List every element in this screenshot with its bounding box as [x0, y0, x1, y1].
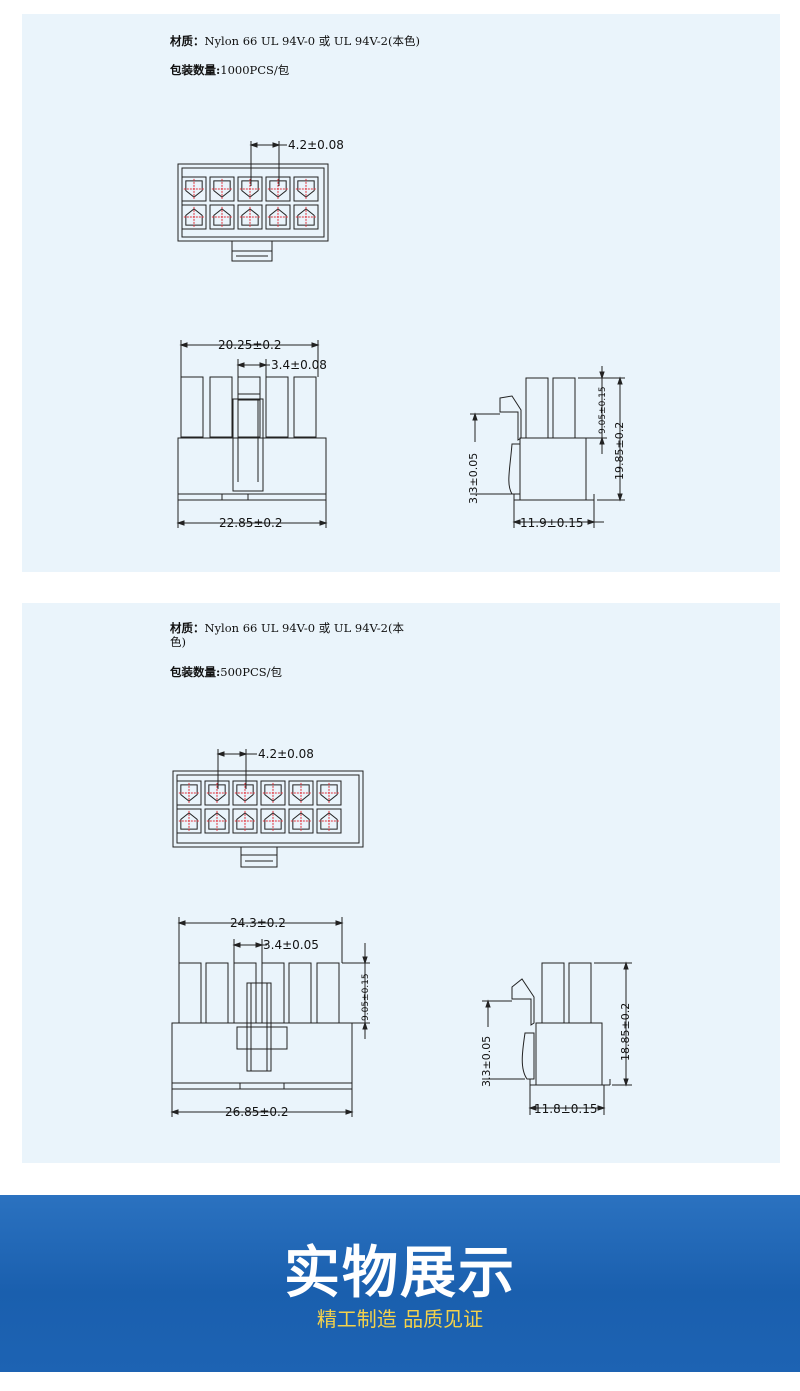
dim-width-upper-2: 24.3±0.2	[230, 916, 286, 930]
side-view-2	[482, 961, 632, 1115]
front-view-2	[170, 917, 370, 1117]
technical-drawing-2: 4.2±0.08	[170, 747, 632, 1119]
pin-cavity	[209, 176, 235, 202]
dim-width-base-1: 22.85±0.2	[219, 516, 283, 530]
pin-cavity	[204, 780, 230, 806]
pin-cavity	[204, 808, 230, 834]
dim-side-depth-2: 11.8±0.15	[534, 1102, 598, 1116]
pin-cavity	[260, 808, 286, 834]
bottom-strip	[0, 1372, 800, 1391]
dim-upper-height-2: 9.05±0.15	[361, 973, 371, 1021]
pin-cavity	[293, 204, 319, 230]
pin-cavity	[293, 176, 319, 202]
pin-cavity	[232, 808, 258, 834]
drawing-panel-1: 材质：Nylon 66 UL 94V-0 或 UL 94V-2(本色) 包装数量…	[22, 14, 780, 572]
pin-cavity	[237, 204, 263, 230]
pin-cavity	[288, 780, 314, 806]
side-view-1	[470, 366, 625, 528]
dim-side-depth-1: 11.9±0.15	[520, 516, 584, 530]
dim-side-upper-1: 9.05±0.15	[598, 386, 608, 434]
pin-cavity	[265, 176, 291, 202]
drawing-panel-2: 材质：Nylon 66 UL 94V-0 或 UL 94V-2(本色) 包装数量…	[22, 603, 780, 1163]
dim-width-base-2: 26.85±0.2	[225, 1105, 289, 1119]
technical-drawing-1: 4.2±0.08	[176, 138, 626, 530]
pin-cavity	[176, 780, 202, 806]
dim-latch-width-2: 3.4±0.05	[263, 938, 319, 952]
banner-subtitle: 精工制造 品质见证	[316, 1307, 484, 1331]
front-view-1	[176, 340, 328, 528]
packing-spec-1: 包装数量:1000PCS/包	[170, 63, 290, 77]
pin-cavity	[265, 204, 291, 230]
dim-pitch-top-2: 4.2±0.08	[258, 747, 314, 761]
material-spec-2: 材质：Nylon 66 UL 94V-0 或 UL 94V-2(本色)	[170, 621, 404, 649]
pin-cavity	[316, 808, 342, 834]
dim-side-latch-1: 3.3±0.05	[467, 453, 480, 504]
dim-side-latch-2: 3.3±0.05	[480, 1036, 493, 1087]
section-banner: 实物展示 精工制造 品质见证	[0, 1195, 800, 1372]
pin-cavity	[181, 204, 207, 230]
pin-cavity	[232, 780, 258, 806]
pin-cavity	[316, 780, 342, 806]
pin-cavity	[237, 176, 263, 202]
material-spec-1: 材质：Nylon 66 UL 94V-0 或 UL 94V-2(本色)	[170, 34, 420, 48]
top-view-1	[177, 141, 329, 262]
dim-side-total-2: 18.85±0.2	[619, 1003, 632, 1061]
pin-cavity	[181, 176, 207, 202]
packing-spec-2: 包装数量:500PCS/包	[170, 665, 282, 679]
pin-cavity	[176, 808, 202, 834]
banner-title: 实物展示	[284, 1241, 516, 1306]
top-view-2	[172, 749, 364, 868]
dim-width-upper-1: 20.25±0.2	[218, 338, 282, 352]
pin-cavity	[260, 780, 286, 806]
dim-side-total-1: 19.85±0.2	[613, 422, 626, 480]
pin-cavity	[209, 204, 235, 230]
dim-latch-width-1: 3.4±0.08	[271, 358, 327, 372]
pin-cavity	[288, 808, 314, 834]
dim-pitch-top-1: 4.2±0.08	[288, 138, 344, 152]
